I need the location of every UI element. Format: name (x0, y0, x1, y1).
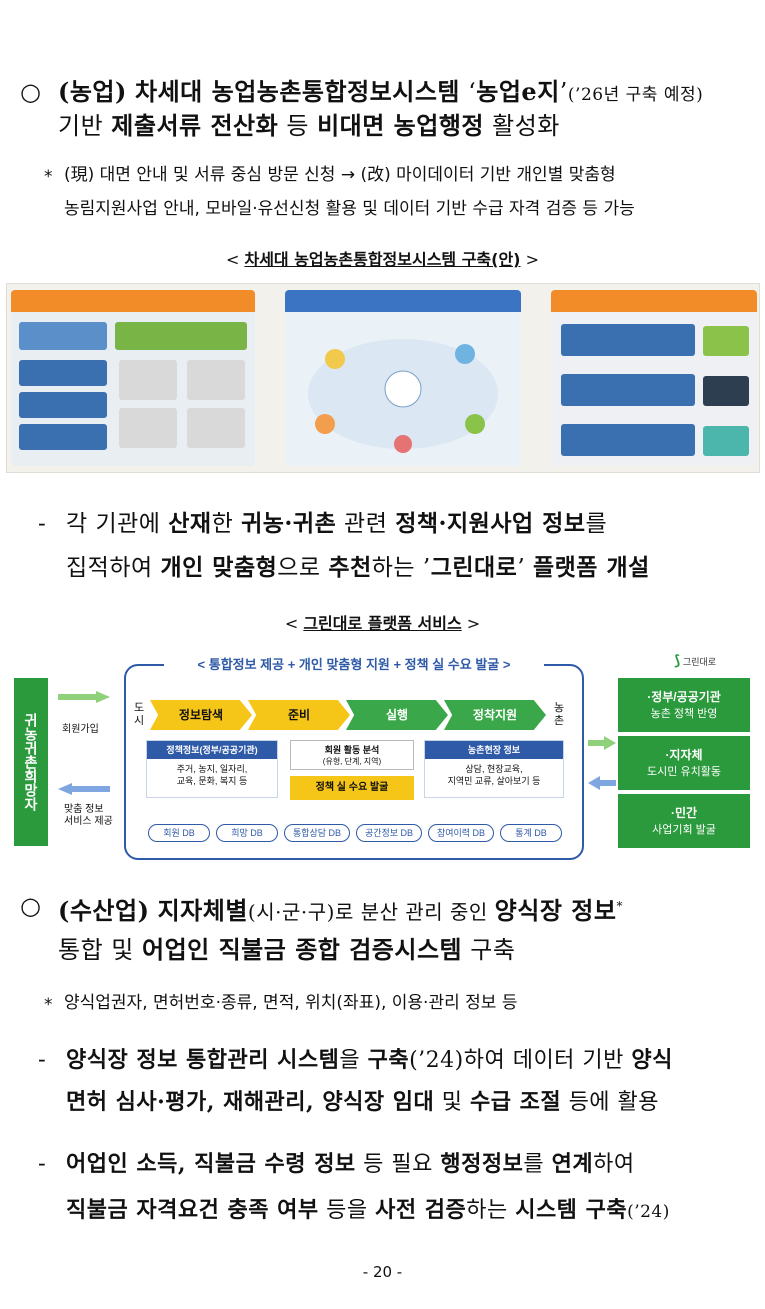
step-settle: 정착지원 (444, 700, 546, 730)
dash-1-line-1: 각 기관에 산재한 귀농·귀촌 관련 정책·지원사업 정보를 (66, 510, 608, 537)
demand-discovery: 정책 실 수요 발굴 (290, 776, 414, 800)
para-2-line-2: 통합 및 어업인 직불금 종합 검증시스템 구축 (58, 935, 516, 964)
out-arrow (588, 736, 616, 755)
note-star-1: * (44, 167, 53, 187)
join-label: 회원가입 (62, 724, 99, 735)
village-label: 농촌 (553, 702, 565, 727)
para-1-line-2: 기반 제출서류 전산화 등 비대면 농업행정 활성화 (58, 111, 560, 140)
in-arrow (588, 776, 616, 795)
join-arrow (58, 690, 110, 703)
dash-2-line-2: 면허 심사·평가, 재해관리, 양식장 임대 및 수급 조절 등에 활용 (66, 1089, 660, 1115)
note-2: 양식업권자, 면허번호·종류, 면적, 위치(좌표), 이용·관리 정보 등 (64, 993, 518, 1013)
right-local: ·지자체 도시민 유치활동 (618, 736, 750, 790)
greendaero-logo: ⟆ 그린대로 (674, 652, 717, 668)
bullet-1: ○ (20, 78, 42, 106)
step-explore: 정보탐색 (150, 700, 252, 730)
bullet-2: ○ (20, 892, 42, 920)
right-gov: ·정부/공공기관 농촌 정책 반영 (618, 678, 750, 732)
platform-header: < 통합정보 제공 + 개인 맞춤형 지원 + 정책 실 수요 발굴 > (164, 654, 544, 676)
db-participation: 참여이력 DB (428, 824, 494, 842)
para-2-line-1: (수산업) 지자체별(시·군·구)로 분산 관리 중인 양식장 정보* (58, 896, 623, 925)
member-analysis-box: 회원 활동 분석 (유형, 단계, 지역) 정책 실 수요 발굴 (290, 740, 414, 802)
policy-info-box: 정책정보(정부/공공기관) 주거, 농지, 일자리, 교육, 문화, 복지 등 (146, 740, 278, 798)
figure-1-infographic (6, 283, 760, 473)
step-prepare: 준비 (248, 700, 350, 730)
service-label: 맞춤 정보 서비스 제공 (64, 804, 113, 827)
dash-3-line-1: 어업인 소득, 직불금 수령 정보 등 필요 행정정보를 연계하여 (66, 1151, 635, 1177)
figure-2-diagram: 귀농귀촌희망자 회원가입 맞춤 정보 서비스 제공 < 통합정보 제공 + 개인… (14, 650, 750, 862)
db-member: 회원 DB (148, 824, 210, 842)
service-arrow (58, 782, 110, 795)
para-1-line-1: (농업) 차세대 농업농촌통합정보시스템 ‘농업e지’(’26년 구축 예정) (58, 77, 704, 106)
dash-3: - (38, 1151, 47, 1177)
note-1-line-2: 농림지원사업 안내, 모바일·유선신청 활용 및 데이터 기반 수급 자격 검증… (64, 199, 635, 219)
note-star-2: * (44, 995, 53, 1015)
right-private: ·민간 사업기회 발굴 (618, 794, 750, 848)
applicant-label: 귀농귀촌희망자 (14, 678, 48, 846)
city-label: 도시 (133, 702, 145, 727)
page-number: - 20 - (362, 1263, 403, 1281)
dash-2-line-1: 양식장 정보 통합관리 시스템을 구축(’24)하여 데이터 기반 양식 (66, 1047, 673, 1073)
dash-2: - (38, 1047, 47, 1073)
db-spatial: 공간정보 DB (356, 824, 422, 842)
dash-1-line-2: 집적하여 개인 맞춤형으로 추천하는 ’그린대로’ 플랫폼 개설 (66, 554, 650, 581)
rural-info-box: 농촌현장 정보 상담, 현장교육, 지역민 교류, 살아보기 등 (424, 740, 564, 798)
dash-1: - (38, 511, 47, 537)
db-consult: 통합상담 DB (284, 824, 350, 842)
dash-3-line-2: 직불금 자격요건 충족 여부 등을 사전 검증하는 시스템 구축(’24) (66, 1197, 670, 1223)
db-hope: 희망 DB (216, 824, 278, 842)
note-1-line-1: (現) 대면 안내 및 서류 중심 방문 신청 → (改) 마이데이터 기반 개… (64, 165, 616, 185)
db-stats: 통계 DB (500, 824, 562, 842)
figure-1-caption: < 차세대 농업농촌통합정보시스템 구축(안) > (225, 250, 539, 269)
step-execute: 실행 (346, 700, 448, 730)
tag-agri: (농업) (58, 77, 127, 106)
figure-2-caption: < 그린대로 플랫폼 서비스 > (284, 614, 481, 633)
